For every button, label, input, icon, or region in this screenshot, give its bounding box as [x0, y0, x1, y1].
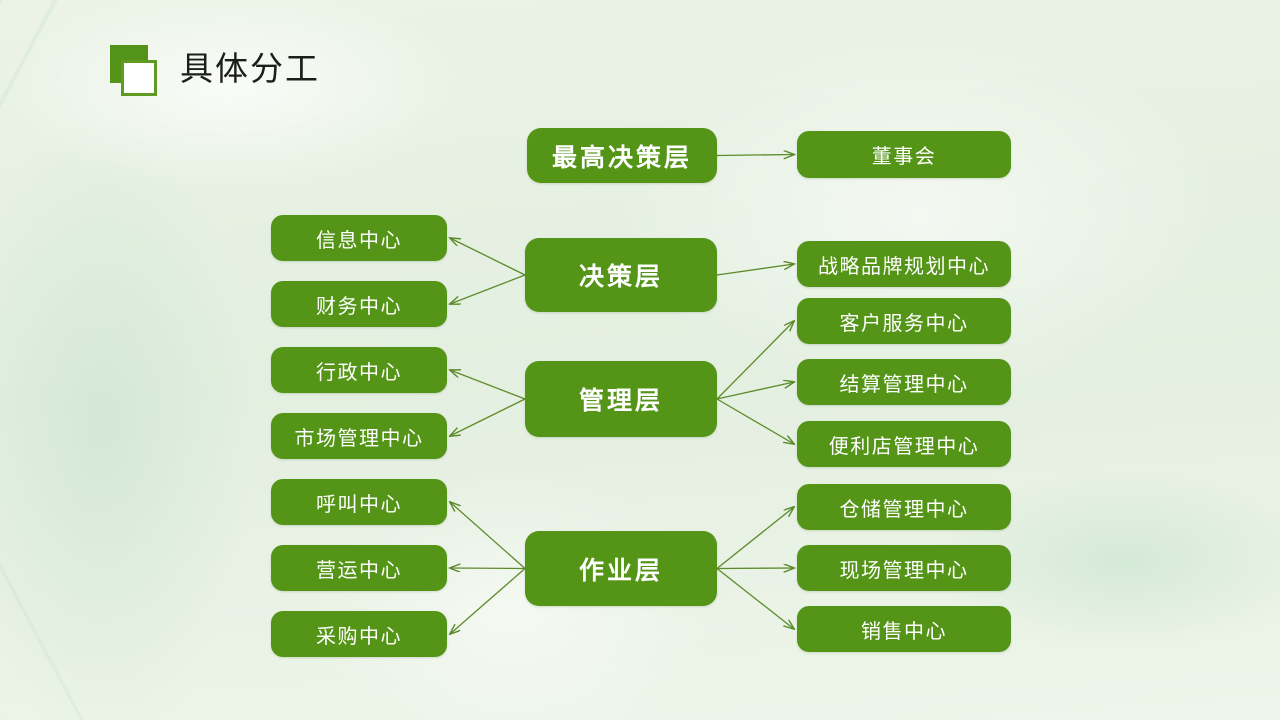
left-unit-node-6[interactable]: 采购中心 [271, 611, 447, 657]
connector-arrow-1 [716, 264, 794, 276]
level-node-2[interactable]: 管理层 [525, 361, 717, 437]
node-label: 管理层 [578, 388, 663, 415]
left-unit-node-1[interactable]: 财务中心 [271, 281, 447, 327]
right-unit-node-6[interactable]: 现场管理中心 [797, 545, 1011, 591]
connector-arrow-11 [716, 567, 794, 630]
level-node-1[interactable]: 决策层 [525, 238, 717, 312]
node-label: 仓储管理中心 [839, 498, 969, 521]
connector-arrow-3 [450, 274, 526, 304]
right-unit-node-1[interactable]: 战略品牌规划中心 [797, 241, 1011, 287]
node-label: 最高决策层 [551, 144, 692, 172]
left-unit-node-0[interactable]: 信息中心 [271, 215, 447, 261]
node-label: 财务中心 [316, 295, 402, 318]
connector-arrow-2 [450, 238, 526, 276]
white-square-icon [121, 60, 157, 96]
left-unit-node-5[interactable]: 营运中心 [271, 545, 447, 591]
right-unit-node-2[interactable]: 客户服务中心 [797, 298, 1011, 344]
node-label: 采购中心 [316, 625, 402, 648]
connector-arrow-5 [716, 382, 794, 400]
left-unit-node-3[interactable]: 市场管理中心 [271, 413, 447, 459]
connector-arrow-13 [450, 568, 526, 569]
connector-arrow-0 [716, 155, 794, 156]
level-node-3[interactable]: 作业层 [525, 531, 717, 606]
connector-arrow-8 [450, 398, 526, 436]
connector-arrow-12 [450, 502, 526, 569]
left-unit-node-4[interactable]: 呼叫中心 [271, 479, 447, 525]
connector-arrow-6 [716, 398, 794, 444]
right-unit-node-7[interactable]: 销售中心 [797, 606, 1011, 652]
node-label: 信息中心 [316, 229, 402, 252]
page-title: 具体分工 [180, 52, 320, 88]
connector-arrow-4 [716, 321, 794, 400]
connector-arrow-9 [716, 507, 794, 570]
node-label: 战略品牌规划中心 [818, 255, 990, 278]
node-label: 销售中心 [861, 620, 947, 643]
right-unit-node-0[interactable]: 董事会 [797, 131, 1011, 178]
right-unit-node-3[interactable]: 结算管理中心 [797, 359, 1011, 405]
node-label: 作业层 [578, 557, 663, 585]
node-label: 营运中心 [316, 559, 402, 582]
right-unit-node-4[interactable]: 便利店管理中心 [797, 421, 1011, 467]
node-label: 行政中心 [316, 361, 402, 384]
node-label: 市场管理中心 [294, 427, 424, 450]
node-label: 现场管理中心 [839, 559, 969, 582]
connector-arrow-7 [450, 370, 526, 400]
right-unit-node-5[interactable]: 仓储管理中心 [797, 484, 1011, 530]
left-unit-node-2[interactable]: 行政中心 [271, 347, 447, 393]
node-label: 决策层 [578, 264, 663, 291]
connector-arrow-14 [450, 568, 526, 635]
level-node-0[interactable]: 最高决策层 [527, 128, 717, 183]
node-label: 便利店管理中心 [828, 435, 980, 458]
connector-arrow-10 [716, 568, 794, 569]
node-label: 客户服务中心 [839, 312, 969, 335]
node-label: 董事会 [871, 146, 937, 168]
node-label: 呼叫中心 [316, 493, 402, 516]
node-label: 结算管理中心 [839, 373, 969, 396]
